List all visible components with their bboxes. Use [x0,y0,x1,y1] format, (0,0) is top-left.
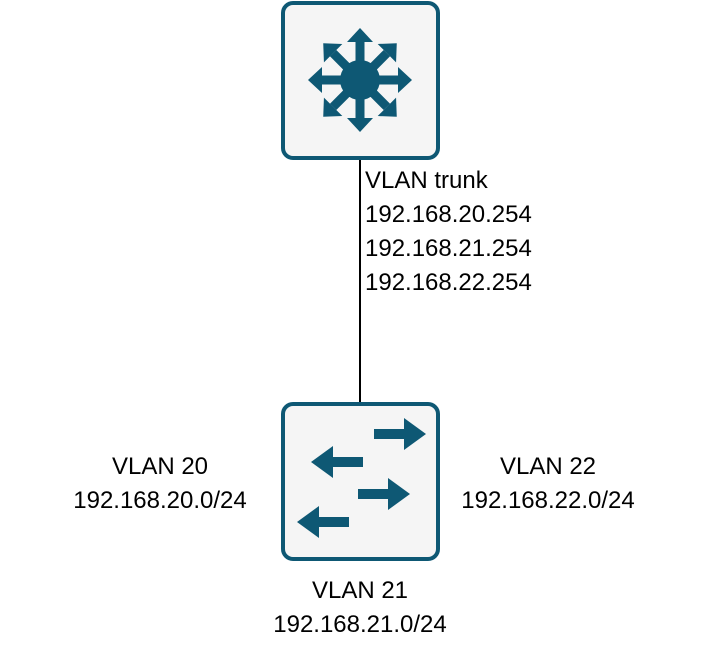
multilayer-switch[interactable] [281,1,440,160]
vlan21-label: VLAN 21 192.168.21.0/24 [240,574,480,642]
vlan21-name: VLAN 21 [311,577,409,604]
vlan22-name: VLAN 22 [499,453,597,480]
vlan20-name: VLAN 20 [111,453,209,480]
vlan21-subnet: 192.168.21.0/24 [273,611,447,638]
vlan20-subnet: 192.168.20.0/24 [73,487,247,514]
vlan22-subnet: 192.168.22.0/24 [461,487,635,514]
trunk-title: VLAN trunk [365,167,488,194]
layer2-switch[interactable] [281,402,440,561]
trunk-ip-vlan22: 192.168.22.254 [365,269,532,296]
trunk-ip-vlan20: 192.168.20.254 [365,201,532,228]
vlan20-label: VLAN 20 192.168.20.0/24 [40,450,280,518]
trunk-ip-vlan21: 192.168.21.254 [365,235,532,262]
trunk-label: VLAN trunk 192.168.20.254 192.168.21.254… [365,164,532,300]
multilayer-switch-icon [308,28,412,132]
vlan22-label: VLAN 22 192.168.22.0/24 [428,450,668,518]
